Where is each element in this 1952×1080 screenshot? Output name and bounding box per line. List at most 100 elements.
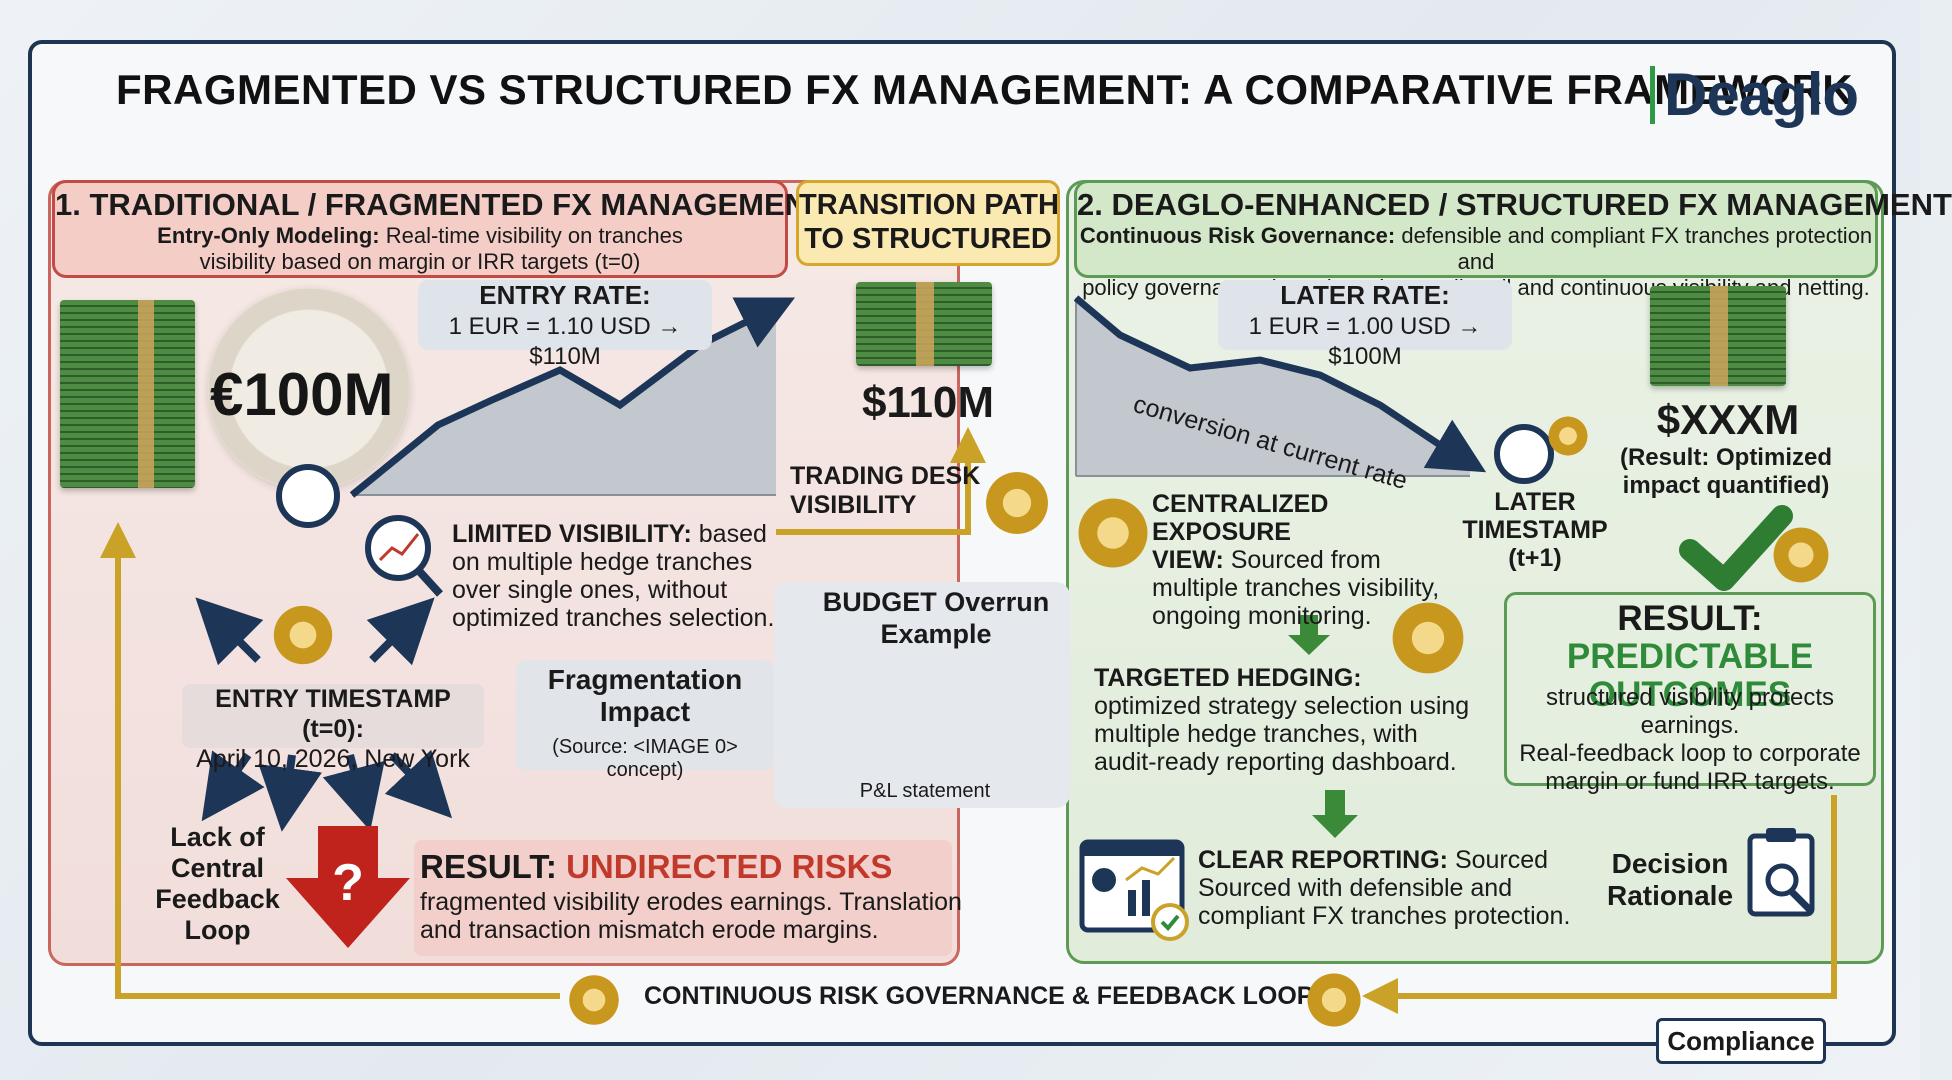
left-amount: €100M	[210, 361, 394, 428]
euro-coin-icon	[208, 288, 410, 490]
traditional-header: 1. TRADITIONAL / FRAGMENTED FX MANAGEMEN…	[52, 180, 826, 278]
transition-header: TRANSITION PATH TO STRUCTURED	[796, 180, 1060, 266]
later-gear-icon	[1546, 414, 1590, 458]
question-down-arrow-icon: ?	[286, 826, 410, 948]
amount-note-l1: (Result: Optimized	[1619, 444, 1832, 471]
lack-l2: Central	[170, 853, 265, 883]
feedback-loop-label: CONTINUOUS RISK GOVERNANCE & FEEDBACK LO…	[644, 982, 1314, 1010]
budget-overrun-card	[774, 582, 1070, 808]
middle-money-band	[916, 282, 934, 366]
middle-amount: $110M	[861, 378, 995, 427]
compliance-tag: Compliance	[1656, 1018, 1826, 1064]
decision-rationale-text: Decision Rationale	[1600, 848, 1740, 912]
right-amount: $XXXM	[1656, 396, 1800, 443]
central-bold-l1: CENTRALIZED EXPOSURE	[1152, 490, 1329, 546]
undirected-l2: and transaction mismatch erode margins.	[420, 916, 879, 944]
magnifier-chart-icon	[365, 515, 443, 597]
central-l4: ongoing monitoring.	[1152, 602, 1372, 630]
limited-visibility-bold: LIMITED VISIBILITY:	[452, 520, 692, 548]
structured-sub-line1: defensible and compliant FX tranches pro…	[1395, 223, 1873, 274]
flow-down-arrows	[1288, 615, 1358, 838]
limited-visibility-text: LIMITED VISIBILITY: based on multiple he…	[452, 520, 782, 632]
later-rate-callout: LATER RATE: 1 EUR = 1.00 USD → $100M	[1218, 280, 1512, 370]
fragmentation-title: Fragmentation Impact	[516, 664, 774, 728]
decision-l1: Decision	[1611, 848, 1729, 879]
decision-rationale-icon	[1747, 828, 1815, 917]
page-title: FRAGMENTED VS STRUCTURED FX MANAGEMENT: …	[116, 66, 1854, 113]
trading-desk-l2: VISIBILITY	[790, 491, 917, 519]
undirected-risks-box	[414, 840, 952, 956]
undirected-result-label: RESULT:	[420, 848, 567, 885]
entry-rate-value: 1 EUR = 1.10 USD → $110M	[448, 313, 682, 370]
trading-gear-icon	[982, 468, 1052, 538]
later-clock-icon	[1494, 424, 1554, 484]
later-rate-chart	[1073, 295, 1487, 477]
middle-money-stack-icon	[856, 282, 992, 366]
frag-l1: Fragmentation	[547, 664, 743, 695]
limited-l2: on multiple hedge tranches	[452, 548, 753, 576]
traditional-sub-line1: Real-time visibility on tranches	[379, 223, 683, 248]
logo-mark	[1650, 66, 1655, 124]
checkmark-icon	[1679, 505, 1793, 591]
budget-l1: BUDGET Overrun	[822, 587, 1050, 617]
clear-reporting-text: CLEAR REPORTING: Sourced Sourced with de…	[1198, 846, 1598, 930]
transition-heading: TRANSITION PATH TO STRUCTURED	[799, 188, 1059, 256]
predictable-heading: RESULT: PREDICTABLE OUTCOMES	[1504, 600, 1876, 714]
timestamp-arrows	[195, 597, 453, 832]
traditional-heading: 1. TRADITIONAL / FRAGMENTED FX MANAGEMEN…	[55, 187, 826, 222]
right-amount-note: (Result: Optimized impact quantified)	[1606, 444, 1846, 500]
central-l3: multiple tranches visibility,	[1152, 574, 1440, 602]
svg-text:?: ?	[332, 854, 364, 912]
limited-l3: over single ones, without	[452, 576, 728, 604]
entry-rate-callout: ENTRY RATE: 1 EUR = 1.10 USD → $110M	[418, 280, 712, 370]
fragmentation-box	[516, 660, 774, 770]
predictable-value-l1: PREDICTABLE	[1566, 637, 1814, 676]
central-l2: Sourced from	[1223, 546, 1381, 574]
central-bold-l2: VIEW:	[1152, 546, 1224, 574]
clear-l1: Sourced	[1448, 846, 1549, 874]
transition-heading-line2: TO STRUCTURED	[804, 223, 1052, 255]
limited-l4: optimized tranches selection.	[452, 604, 775, 632]
undirected-result-value: UNDIRECTED RISKS	[566, 848, 893, 885]
dashboard-icon	[1079, 839, 1189, 941]
pl-statement-label: P&L statement	[859, 780, 991, 802]
loop-gear-left-icon	[566, 972, 622, 1028]
hedging-gear-icon	[1388, 598, 1468, 678]
predictable-l1: structured visibility protects earnings.	[1545, 684, 1835, 739]
entry-timestamp-value: April 10, 2026, New York	[196, 745, 470, 773]
entry-timestamp-title: ENTRY TIMESTAMP (t=0):	[215, 685, 451, 743]
right-money-stack-icon	[1650, 286, 1786, 386]
traditional-subheading: Entry-Only Modeling: Real-time visibilit…	[55, 223, 785, 275]
targeted-l2: multiple hedge tranches, with	[1094, 720, 1418, 748]
later-timestamp-text: LATER TIMESTAMP (t+1)	[1460, 488, 1610, 572]
clear-l3: compliant FX tranches protection.	[1198, 902, 1571, 930]
undirected-l1: fragmented visibility erodes earnings. T…	[420, 888, 962, 916]
fragmentation-source: (Source: <IMAGE 0> concept)	[552, 736, 738, 781]
predictable-outcomes-box	[1504, 592, 1876, 786]
entry-rate-title: ENTRY RATE:	[479, 280, 651, 310]
targeted-l3: audit-ready reporting dashboard.	[1094, 748, 1457, 776]
structured-sub-bold: Continuous Risk Governance:	[1079, 223, 1396, 248]
targeted-bold: TARGETED HEDGING:	[1094, 664, 1362, 692]
dollar-gear-icon	[270, 602, 336, 668]
lack-l4: Loop	[184, 915, 251, 945]
lack-l1: Lack of	[170, 822, 265, 852]
later-rate-value: 1 EUR = 1.00 USD → $100M	[1248, 313, 1482, 370]
trading-desk-l1: TRADING DESK	[790, 462, 981, 490]
predictable-l3: margin or fund IRR targets.	[1545, 768, 1835, 795]
predictable-value-l2: OUTCOMES	[1588, 675, 1792, 714]
later-ts-l2: TIMESTAMP	[1462, 516, 1608, 544]
predictable-result-label: RESULT:	[1617, 599, 1763, 638]
predictable-text: structured visibility protects earnings.…	[1504, 684, 1876, 796]
undirected-risks-heading: RESULT: UNDIRECTED RISKS	[420, 848, 892, 886]
lack-feedback-text: Lack of Central Feedback Loop	[150, 822, 285, 946]
limited-l1: based	[691, 520, 767, 548]
amount-note-l2: impact quantified)	[1622, 472, 1830, 499]
traditional-sub-line2: visibility based on margin or IRR target…	[199, 249, 641, 274]
structured-heading: 2. DEAGLO-ENHANCED / STRUCTURED FX MANAG…	[1077, 187, 1952, 222]
predictable-l2: Real-feedback loop to corporate	[1519, 740, 1861, 767]
later-ts-l1: LATER	[1494, 488, 1576, 516]
trading-desk-text: TRADING DESK VISIBILITY	[790, 462, 980, 520]
